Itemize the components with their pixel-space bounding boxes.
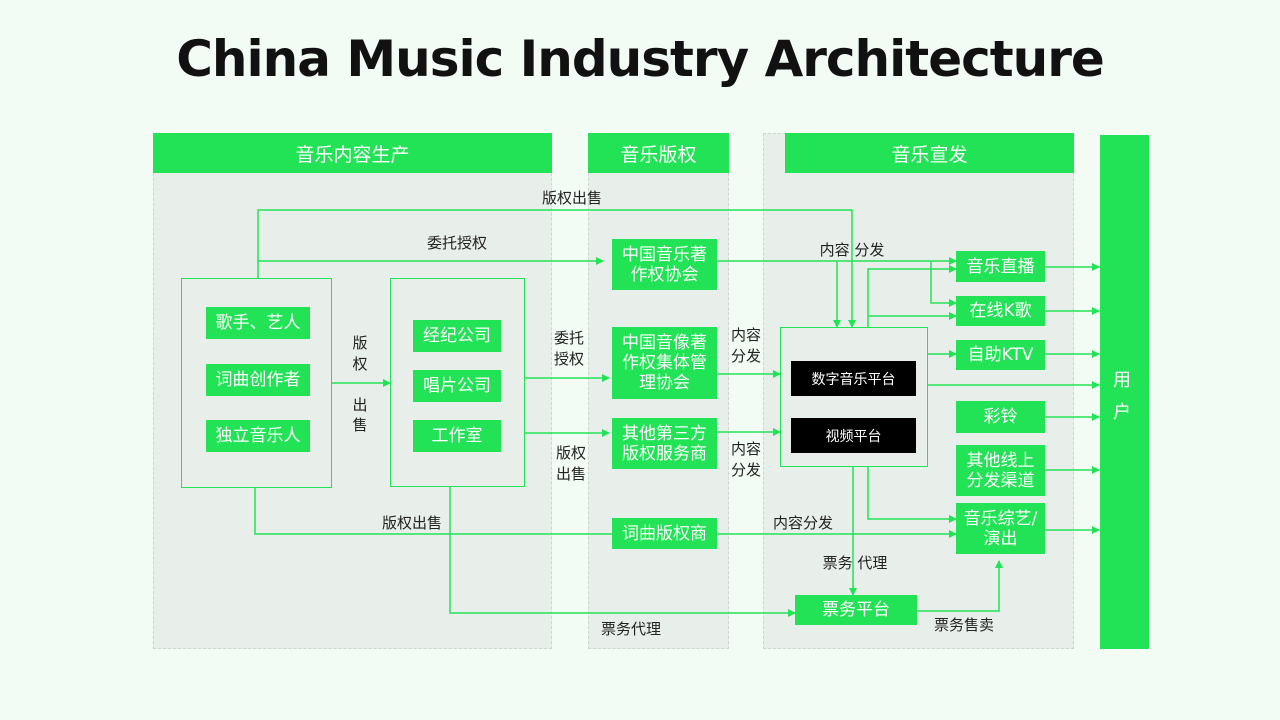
label-copyright-sale-vertical-2: 权 <box>352 355 367 373</box>
node-live[interactable]: 音乐直播 <box>956 251 1045 282</box>
label-ticket-agent-v: 票务 代理 <box>823 554 888 572</box>
label-entrust-license: 委托授权 <box>427 234 487 252</box>
page-title: China Music Industry Architecture <box>176 30 1105 88</box>
label-content-dist-mid2-a: 内容 <box>731 440 761 458</box>
node-indie[interactable]: 独立音乐人 <box>206 420 310 452</box>
node-mcsc[interactable]: 中国音乐著作权协会 <box>612 239 717 290</box>
label-content-dist-mid-b: 分发 <box>731 347 761 365</box>
node-studio[interactable]: 工作室 <box>413 420 501 452</box>
user-bar: 用户 <box>1100 135 1149 649</box>
user-label: 用户 <box>1113 370 1131 423</box>
edge-copyright-sale-bottom <box>254 488 957 538</box>
label-entrust-license-2a: 委托 <box>554 329 584 347</box>
label-content-dist-mid-a: 内容 <box>731 326 761 344</box>
labels-group <box>390 278 525 487</box>
artists-group <box>181 278 332 488</box>
label-copyright-sale-bottom: 版权出售 <box>382 514 442 532</box>
node-other-online[interactable]: 其他线上分发渠道 <box>956 445 1045 496</box>
label-copyright-sale-vertical-3: 出 <box>352 396 367 414</box>
label-ticket-agent-bottom: 票务代理 <box>601 620 661 638</box>
node-cavca[interactable]: 中国音像著作权集体管理协会 <box>612 327 717 399</box>
node-singer[interactable]: 歌手、艺人 <box>206 307 310 339</box>
label-ticket-sale: 票务售卖 <box>934 616 994 634</box>
node-agency[interactable]: 经纪公司 <box>413 320 501 352</box>
node-karaoke-online[interactable]: 在线K歌 <box>956 296 1045 326</box>
node-third-party[interactable]: 其他第三方版权服务商 <box>612 418 717 469</box>
label-copyright-sale-top: 版权出售 <box>542 189 602 207</box>
node-songwriter[interactable]: 词曲创作者 <box>206 364 310 396</box>
edge-ticket-agent-bottom <box>449 487 796 617</box>
label-entrust-license-2b: 授权 <box>554 350 584 368</box>
edge-platform-to-variety <box>867 467 957 523</box>
label-copyright-sale-2a: 版权 <box>556 444 586 462</box>
node-ktv[interactable]: 自助KTV <box>956 340 1045 370</box>
node-label[interactable]: 唱片公司 <box>413 370 501 402</box>
edge-copyright-sale-top <box>257 209 856 328</box>
node-ringtone[interactable]: 彩铃 <box>956 401 1045 433</box>
label-content-dist-top: 内容 分发 <box>820 241 885 259</box>
edge-platform-to-live <box>867 265 957 327</box>
node-variety[interactable]: 音乐综艺/演出 <box>956 503 1045 554</box>
label-copyright-sale-vertical-4: 售 <box>352 416 367 434</box>
node-ticketing[interactable]: 票务平台 <box>795 595 917 625</box>
label-copyright-sale-vertical-1: 版 <box>352 334 367 352</box>
label-content-dist-mid2-b: 分发 <box>731 461 761 479</box>
section-header-production: 音乐内容生产 <box>153 133 552 173</box>
section-header-copyright: 音乐版权 <box>588 133 729 173</box>
node-publisher[interactable]: 词曲版权商 <box>612 518 717 549</box>
section-header-distribution: 音乐宣发 <box>785 133 1074 173</box>
label-copyright-sale-2b: 出售 <box>556 465 586 483</box>
label-content-dist-bottom: 内容分发 <box>773 514 833 532</box>
platforms-group <box>780 327 928 467</box>
edge-ticketing-to-variety <box>917 560 1003 612</box>
node-digital-platform[interactable]: 数字音乐平台 <box>791 361 916 396</box>
node-video-platform[interactable]: 视频平台 <box>791 418 916 453</box>
